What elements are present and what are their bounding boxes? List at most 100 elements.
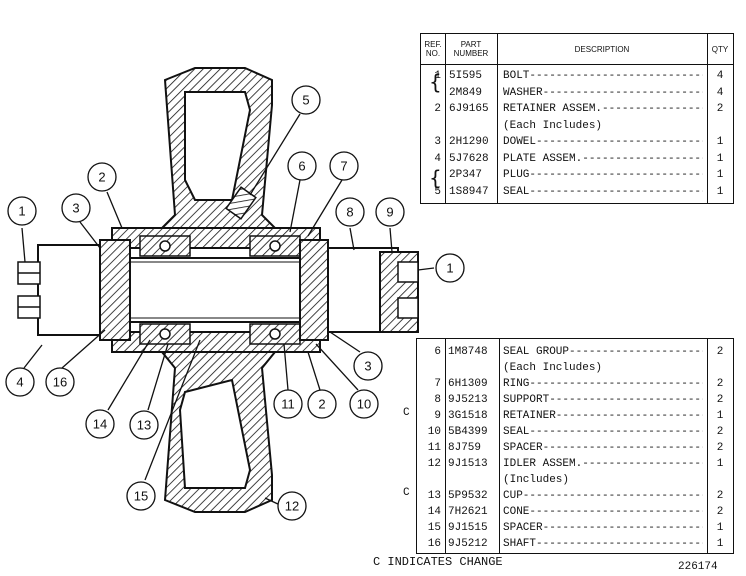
table-row: 93G1518RETAINER-------------------------… — [417, 408, 733, 424]
qty-cell: 1 — [716, 458, 724, 470]
description-cell: SEAL------------------------------ — [503, 426, 703, 438]
callout-7: 7 — [340, 159, 347, 174]
ref-cell: 14 — [427, 506, 441, 518]
bolts-right — [397, 261, 419, 319]
callout-2-bottom: 2 — [318, 397, 325, 412]
table-row: 1 5I595 BOLT------------------------------… — [421, 68, 733, 84]
ref-cell: 5 — [434, 185, 441, 198]
idler-wheel-bottom — [159, 351, 278, 513]
table-row: 51S8947SEAL-----------------------------… — [421, 184, 733, 200]
description-cell: SPACER------------------------------ — [503, 442, 703, 454]
description-cell: RING------------------------------ — [503, 378, 703, 390]
callout-13: 13 — [137, 418, 151, 433]
qty-cell: 2 — [716, 506, 724, 518]
qty-cell: 1 — [716, 410, 724, 422]
part-number-cell: 2M849 — [449, 86, 483, 99]
plug — [225, 186, 257, 220]
description-cell: SHAFT------------------------------ — [503, 538, 703, 550]
parts-table-top: REF. NO. PART NUMBER DESCRIPTION QTY { {… — [420, 33, 734, 204]
qty-cell: 1 — [716, 152, 724, 165]
table-row: 2P347 PLUG------------------------------ 1 — [421, 167, 733, 183]
description-cell: PLUG------------------------------ — [503, 169, 703, 181]
callout-3-top: 3 — [72, 201, 79, 216]
header-part-number: PART NUMBER — [445, 34, 497, 65]
callouts — [5, 85, 465, 521]
header-ref: REF. NO. — [421, 34, 445, 65]
part-number-cell: 9J1515 — [448, 522, 488, 534]
ref-cell: 6 — [434, 346, 441, 358]
qty-cell: 1 — [716, 538, 724, 550]
drawing-number: 226174 — [678, 561, 718, 573]
ref-cell: 12 — [427, 458, 441, 470]
table-row: (Includes) — [417, 472, 733, 488]
callout-6: 6 — [298, 159, 305, 174]
callout-11: 11 — [281, 397, 295, 412]
description-cell: RETAINER ASSEM.-------------------------… — [503, 103, 703, 115]
part-number-cell: 8J759 — [448, 442, 482, 454]
callout-5: 5 — [302, 93, 309, 108]
part-number-cell: 5J7628 — [449, 152, 489, 165]
table-row: 147H2621CONE----------------------------… — [417, 504, 733, 520]
part-number-cell: 2H1290 — [449, 136, 489, 148]
callout-15: 15 — [134, 489, 148, 504]
ref-cell: 11 — [427, 442, 441, 454]
description-cell: IDLER ASSEM.----------------------------… — [503, 458, 703, 470]
callout-1-right: 1 — [446, 261, 453, 276]
callout-1-left: 1 — [18, 204, 25, 219]
idler-wheel-top — [159, 67, 278, 229]
header-qty: QTY — [707, 34, 733, 65]
ref-cell: 8 — [434, 394, 441, 406]
qty-cell: 2 — [716, 490, 724, 502]
callout-2-top: 2 — [98, 170, 105, 185]
part-number-cell: 1S8947 — [449, 185, 489, 198]
table-row: 2M849WASHER-----------------------------… — [421, 85, 733, 101]
qty-cell: 2 — [716, 346, 724, 358]
change-marker: C — [403, 407, 410, 419]
table-row: 169J5212SHAFT---------------------------… — [417, 536, 733, 552]
part-number-cell: 2P347 — [449, 169, 483, 181]
part-number-cell: 9J5212 — [448, 538, 488, 550]
table-row: (Each Includes) — [421, 118, 733, 134]
callout-3-right: 3 — [364, 359, 371, 374]
table-row: 89J5213SUPPORT--------------------------… — [417, 392, 733, 408]
ref-cell: 2 — [434, 103, 441, 115]
qty-cell: 1 — [716, 169, 724, 181]
description-cell: SPACER------------------------------ — [503, 522, 703, 534]
table-row: 105B4399SEAL----------------------------… — [417, 424, 733, 440]
description-cell: CONE------------------------------ — [503, 506, 703, 518]
qty-cell: 4 — [716, 70, 724, 82]
qty-cell: 1 — [716, 522, 724, 534]
table-row: 3 2H1290 DOWEL----------------------------… — [421, 134, 733, 150]
part-number-cell: 5I595 — [449, 70, 483, 82]
callout-8: 8 — [346, 205, 353, 220]
header-description: DESCRIPTION — [497, 34, 707, 65]
group-brace: { — [429, 70, 442, 94]
ref-cell: 7 — [434, 378, 441, 390]
ref-cell: 3 — [434, 136, 441, 148]
table-row: 7 6H1309 RING-----------------------------… — [417, 376, 733, 392]
part-number-cell: 6H1309 — [448, 378, 488, 390]
qty-cell: 2 — [716, 426, 724, 438]
description-cell: CUP------------------------------ — [503, 490, 703, 502]
ref-cell: 1 — [434, 70, 441, 82]
description-cell: BOLT------------------------------ — [503, 70, 703, 82]
description-cell: SEAL GROUP------------------------------ — [503, 346, 703, 358]
qty-cell: 2 — [716, 103, 724, 115]
description-cell: (Each Includes) — [503, 362, 603, 374]
change-legend: C INDICATES CHANGE — [373, 555, 503, 569]
callout-4: 4 — [16, 375, 23, 390]
qty-cell: 2 — [716, 378, 724, 390]
part-number-cell: 9J5213 — [448, 394, 488, 406]
description-cell: (Each Includes) — [503, 119, 603, 132]
part-number-cell: 5B4399 — [448, 426, 488, 438]
qty-cell: 2 — [716, 394, 724, 406]
callout-9: 9 — [386, 205, 393, 220]
table-row: 11 8J759 SPACER---------------------------… — [417, 440, 733, 456]
description-cell: DOWEL------------------------------ — [503, 136, 703, 148]
qty-cell: 1 — [716, 185, 724, 198]
ref-cell: 13 — [427, 490, 441, 502]
